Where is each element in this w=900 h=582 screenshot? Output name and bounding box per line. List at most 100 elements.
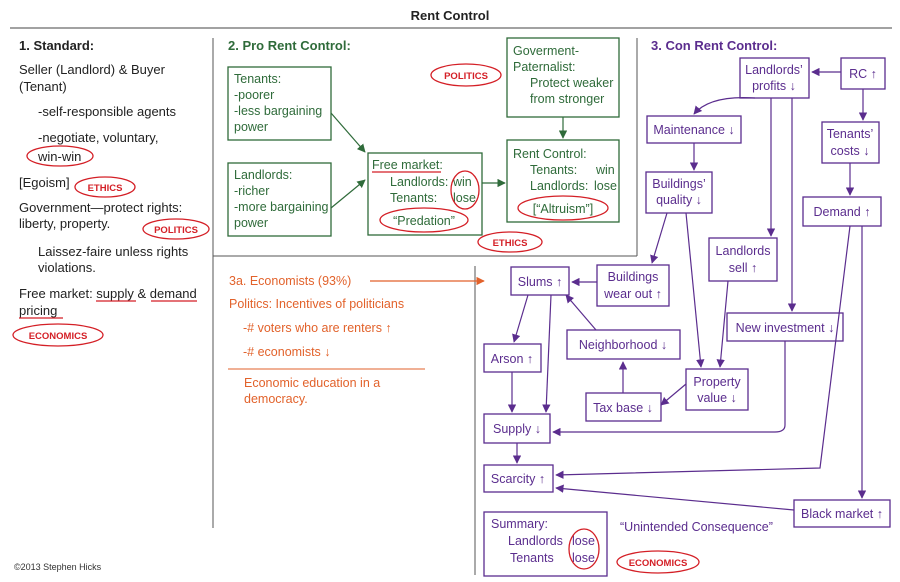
- econ-line-5: Economic education in a: [244, 376, 380, 390]
- standard-gov-2: liberty, property.: [19, 216, 110, 231]
- summary-lose-2: lose: [572, 551, 595, 565]
- gov-line-1: Goverment-: [513, 44, 579, 58]
- scarcity-label: Scarcity ↑: [491, 472, 545, 486]
- free-market-box: [367, 152, 483, 236]
- arrow-tenants-fm: [330, 112, 366, 153]
- supply-label: Supply ↓: [493, 422, 541, 436]
- property-value-1: Property: [693, 375, 741, 389]
- arrow-investment-supply: [552, 341, 786, 437]
- summary-lose-circle: [568, 528, 600, 570]
- politics-tag-1-oval: [142, 218, 210, 240]
- standard-negotiate: -negotiate, voluntary,: [38, 130, 158, 145]
- slums-label: Slums ↑: [518, 275, 562, 289]
- altruism-label: [“Altruism”]: [533, 202, 593, 216]
- black-market-label: Black market ↑: [801, 507, 883, 521]
- econ-line-3: -# voters who are renters ↑: [243, 321, 392, 335]
- predation-label: “Predation”: [393, 214, 455, 228]
- arson-label: Arson ↑: [491, 352, 533, 366]
- arrow-slums-arson: [512, 294, 529, 343]
- winwin-circle: [26, 145, 94, 167]
- copyright: ©2013 Stephen Hicks: [14, 562, 102, 572]
- landlords-line-4: power: [234, 216, 268, 230]
- buildings-quality-box: [645, 171, 713, 214]
- ethics-tag-1: ETHICS: [88, 183, 123, 194]
- fm-lose: lose: [453, 191, 476, 205]
- landlords-box: [227, 162, 332, 237]
- politics-tag-1: POLITICS: [154, 225, 198, 236]
- arrow-sell-property: [716, 280, 729, 368]
- slums-box: [510, 266, 570, 296]
- arrow-neighborhood-slums: [565, 294, 597, 331]
- standard-laissez-2: violations.: [38, 260, 96, 275]
- landlords-line-2: -richer: [234, 184, 269, 198]
- property-value-box: [685, 368, 749, 411]
- landlords-profits-box: [739, 57, 810, 99]
- buildings-quality-2: quality ↓: [656, 193, 702, 207]
- tenants-costs-2: costs ↓: [831, 144, 870, 158]
- buildings-wear-box: [596, 264, 670, 307]
- tenants-line-2: -poorer: [234, 88, 274, 102]
- landlords-profits-1: Landlords’: [745, 63, 803, 77]
- buildings-wear-1: Buildings: [608, 270, 659, 284]
- arrow-quality-property: [685, 212, 705, 368]
- summary-landlords: Landlords: [508, 534, 563, 548]
- standard-pricing: pricing: [19, 303, 57, 318]
- standard-section: 1. Standard: Seller (Landlord) & Buyer (…: [12, 38, 210, 347]
- landlords-sell-box: [708, 237, 778, 282]
- ethics-tag-2: ETHICS: [493, 238, 528, 249]
- standard-line-1: Seller (Landlord) & Buyer: [19, 62, 166, 77]
- economics-tag-1-oval: [12, 323, 104, 347]
- standard-winwin: win-win: [37, 149, 81, 164]
- property-value-2: value ↓: [697, 391, 737, 405]
- con-section: 3. Con Rent Control: Landlords’ profits …: [483, 38, 891, 577]
- demand-box: [802, 196, 882, 227]
- fm-win: win: [452, 175, 472, 189]
- fm-landlords: Landlords:: [390, 175, 448, 189]
- arrow-profits-maintenance: [693, 97, 756, 115]
- maintenance-label: Maintenance ↓: [653, 123, 734, 137]
- tenants-costs-1: Tenants’: [827, 127, 874, 141]
- win-lose-circle: [450, 170, 480, 210]
- econ-line-4: -# economists ↓: [243, 345, 331, 359]
- standard-agents: -self-responsible agents: [38, 104, 177, 119]
- arrow-property-taxbase: [660, 383, 687, 406]
- neighborhood-box: [566, 329, 681, 360]
- page-title: Rent Control: [411, 8, 490, 23]
- arrow-blackmarket-scarcity: [555, 484, 795, 511]
- arrow-demand-scarcity: [555, 225, 851, 479]
- summary-box: [483, 511, 608, 577]
- tenants-line-1: Tenants:: [234, 72, 281, 86]
- econ-line-1: 3a. Economists (93%): [229, 274, 351, 288]
- summary-title: Summary:: [491, 517, 548, 531]
- tenants-line-4: power: [234, 120, 268, 134]
- arrow-landlords-fm: [330, 179, 366, 209]
- demand-label: Demand ↑: [814, 205, 871, 219]
- economists-section: 3a. Economists (93%) Politics: Incentive…: [228, 274, 485, 406]
- econ-line-2: Politics: Incentives of politicians: [229, 297, 404, 311]
- new-investment-label: New investment ↓: [736, 321, 835, 335]
- gov-line-3: Protect weaker: [530, 76, 613, 90]
- tax-base-label: Tax base ↓: [593, 401, 653, 415]
- arrow-quality-wear: [650, 212, 668, 264]
- neighborhood-label: Neighborhood ↓: [579, 338, 667, 352]
- summary-lose-1: lose: [572, 534, 595, 548]
- buildings-quality-1: Buildings’: [652, 177, 706, 191]
- politics-tag-2: POLITICS: [444, 71, 488, 82]
- fm-title: Free market:: [372, 158, 443, 172]
- rc-title: Rent Control:: [513, 147, 587, 161]
- standard-free-market: Free market: supply & demand: [19, 286, 197, 301]
- predation-oval: [379, 207, 469, 233]
- scarcity-box: [483, 464, 554, 493]
- gov-line-4: from stronger: [530, 92, 604, 106]
- standard-line-2: (Tenant): [19, 79, 67, 94]
- economics-tag-2: ECONOMICS: [629, 558, 688, 569]
- rc-label: RC ↑: [849, 67, 877, 81]
- unintended-consequence: “Unintended Consequence”: [620, 520, 773, 534]
- standard-gov-1: Government—protect rights:: [19, 200, 182, 215]
- fm-tenants: Tenants:: [390, 191, 437, 205]
- rent-control-box: [506, 139, 620, 223]
- rc-landlords-val: lose: [594, 179, 617, 193]
- landlords-sell-2: sell ↑: [729, 261, 757, 275]
- tenants-line-3: -less bargaining: [234, 104, 322, 118]
